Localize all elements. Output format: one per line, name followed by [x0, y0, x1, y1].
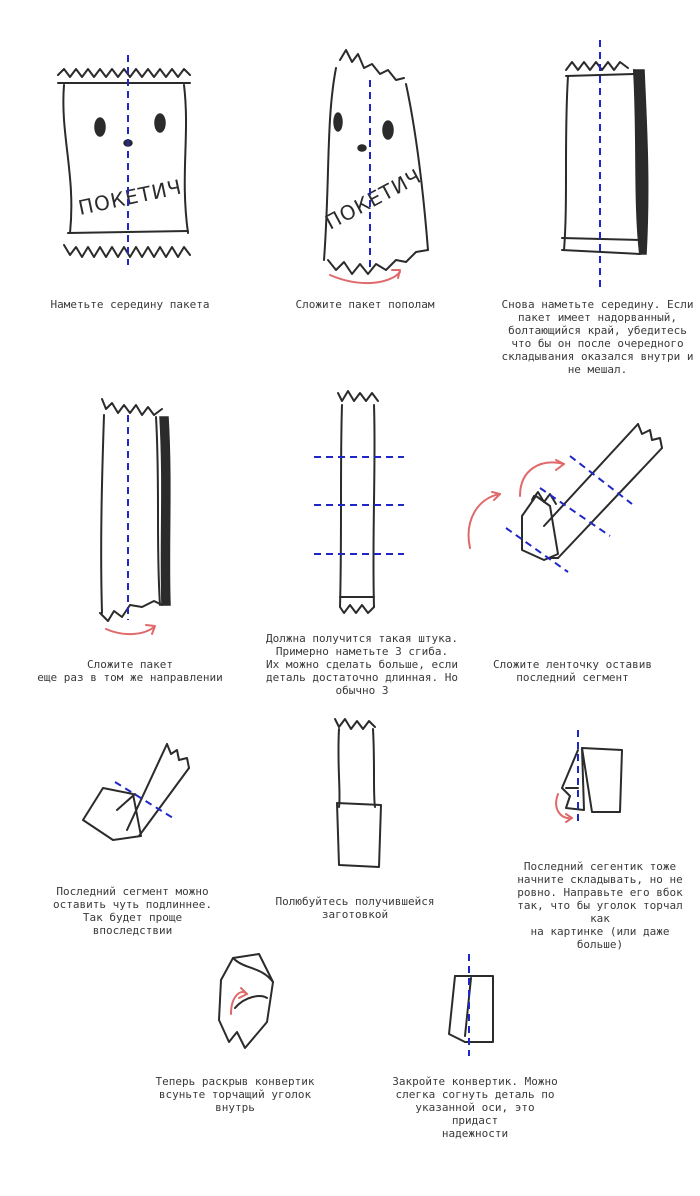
step-1-illustration: ПОКЕТИЧ: [50, 55, 200, 270]
step-4-illustration: [90, 395, 180, 640]
step-3-caption: Снова наметьте середину. Если пакет имее…: [501, 298, 694, 376]
angled-corner-fold-drawing: [555, 730, 623, 826]
step-9-illustration: [548, 730, 638, 830]
step-3-illustration: [550, 40, 650, 290]
step-6-caption: Сложите ленточку оставив последний сегме…: [493, 658, 652, 684]
step-6-illustration: [460, 420, 670, 580]
package-label: ПОКЕТИЧ: [76, 174, 184, 219]
wrapper-fold-half-drawing: ПОКЕТИЧ: [321, 49, 429, 285]
step-8-illustration: [325, 715, 395, 875]
step-8-caption: Полюбуйтесь получившейся заготовкой: [275, 895, 435, 921]
closed-envelope-drawing: [448, 954, 494, 1056]
envelope-insert-drawing: [218, 953, 274, 1049]
step-7-caption: Последний сегмент можно оставить чуть по…: [53, 885, 212, 937]
step-10-caption: Теперь раскрыв конвертик всуньте торчащи…: [155, 1075, 315, 1114]
strip-second-fold-drawing: [99, 398, 171, 635]
folded-strip-drawing: [561, 40, 649, 288]
finished-blank-drawing: [334, 718, 382, 868]
package-label-folded: ПОКЕТИЧ: [321, 164, 425, 235]
step-1-caption: Наметьте середину пакета: [50, 298, 210, 311]
step-11-illustration: [435, 950, 505, 1060]
step-9-caption: Последний сегентик тоже начните складыва…: [517, 860, 683, 951]
step-5-caption: Должна получится такая штука. Примерно н…: [265, 632, 459, 697]
step-7-illustration: [75, 740, 195, 850]
step-2-illustration: ПОКЕТИЧ: [300, 40, 440, 290]
long-strip-with-folds-drawing: [314, 390, 404, 614]
step-11-caption: Закройте конвертик. Можно слегка согнуть…: [392, 1075, 558, 1140]
step-10-illustration: [205, 950, 295, 1060]
step-4-caption: Сложите пакет еще раз в том же направлен…: [37, 658, 223, 684]
strip-folding-diagonal-drawing: [467, 423, 663, 573]
strip-longer-segment-drawing: [82, 743, 190, 841]
candy-wrapper-drawing: ПОКЕТИЧ: [57, 55, 191, 265]
step-5-illustration: [312, 385, 412, 620]
step-2-caption: Сложите пакет пополам: [295, 298, 435, 311]
